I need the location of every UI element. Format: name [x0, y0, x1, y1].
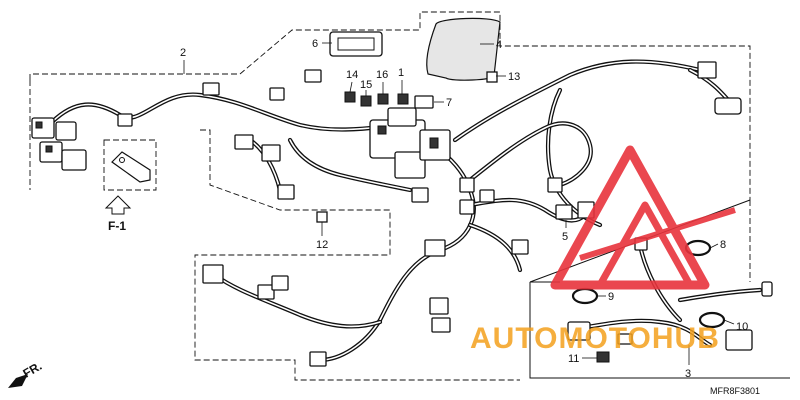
part-label-1: 1 — [398, 67, 404, 79]
part-label-5: 5 — [562, 231, 568, 243]
part-label-15: 15 — [360, 79, 372, 91]
part-label-16: 16 — [376, 69, 388, 81]
drawing-code: MFR8F3801 — [710, 386, 760, 396]
part-label-13: 13 — [508, 71, 520, 83]
connectors — [31, 61, 742, 367]
part-label-12: 12 — [316, 239, 328, 251]
part-label-4: 4 — [496, 39, 502, 51]
part-label-9: 9 — [608, 291, 614, 303]
dashed-frames — [29, 11, 751, 381]
part-label-8: 8 — [720, 239, 726, 251]
part-labels: 2 6 4 13 14 15 16 1 7 12 5 8 9 10 11 3 F… — [108, 38, 748, 380]
part-label-3: 3 — [685, 368, 691, 380]
watermark — [550, 145, 736, 290]
leader-lines — [183, 42, 735, 365]
part-label-6: 6 — [312, 38, 318, 50]
part-label-10: 10 — [736, 321, 748, 333]
view-reference-label: F-1 — [108, 219, 126, 233]
part-label-2: 2 — [180, 47, 186, 59]
part-label-11: 11 — [568, 353, 579, 365]
part-label-7: 7 — [446, 97, 452, 109]
small-parts — [104, 17, 501, 223]
front-direction-marker: FR. — [8, 359, 44, 388]
part-label-14: 14 — [346, 69, 358, 81]
main-harness — [49, 59, 738, 363]
watermark-text: AUTOMOTOHUB — [470, 322, 720, 355]
